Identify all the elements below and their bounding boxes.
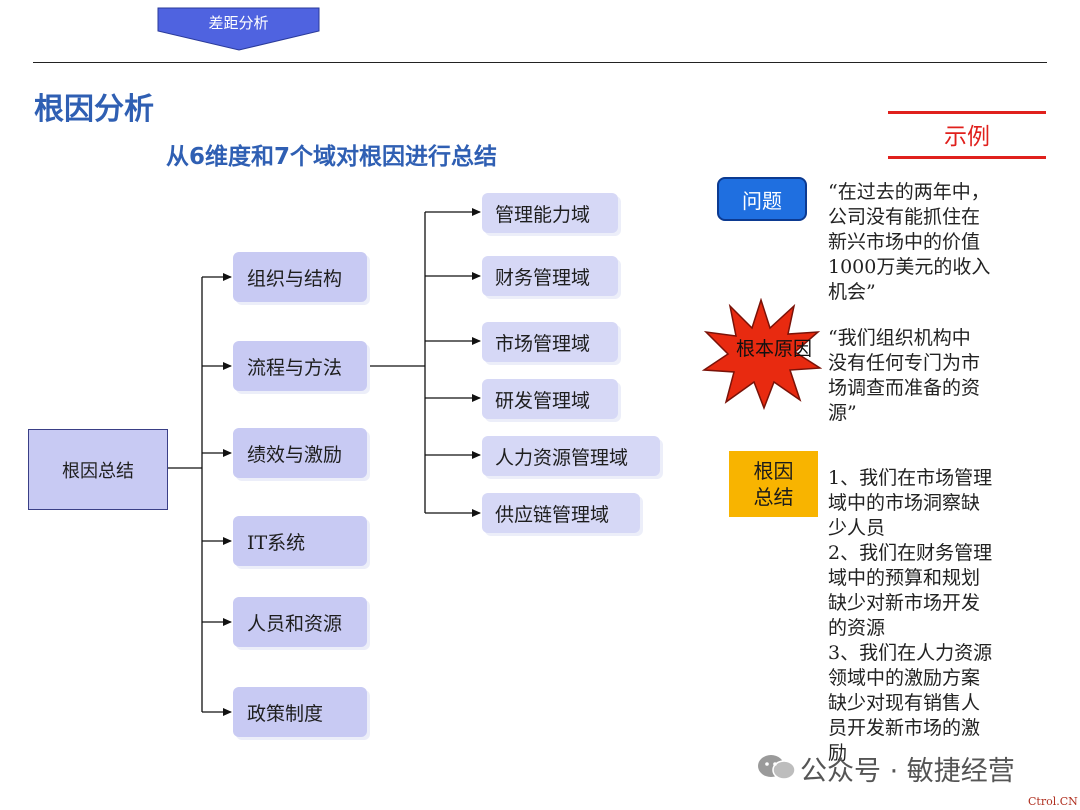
dimension-node: IT系统 — [233, 516, 367, 566]
summary-badge: 根因 总结 — [729, 451, 818, 517]
example-label: 示例 — [944, 124, 990, 150]
domain-node: 财务管理域 — [482, 256, 618, 296]
domain-node: 人力资源管理域 — [482, 436, 660, 476]
tab-label: 差距分析 — [208, 14, 269, 32]
example-bottom-rule — [888, 156, 1046, 159]
dimension-node: 组织与结构 — [233, 252, 367, 302]
domain-node: 供应链管理域 — [482, 493, 640, 533]
dimension-node: 政策制度 — [233, 687, 367, 737]
problem-text: “在过去的两年中， 公司没有能抓住在 新兴市场中的价值 1000万美元的收入 机… — [828, 181, 991, 303]
dimension-node: 绩效与激励 — [233, 428, 367, 478]
section-tab[interactable]: 差距分析 — [157, 7, 320, 51]
subtitle: 从6维度和7个域对根因进行总结 — [166, 144, 498, 170]
site-tag: Ctrol.CN — [1028, 795, 1078, 808]
problem-badge: 问题 — [717, 177, 807, 221]
domain-node: 市场管理域 — [482, 322, 618, 362]
root-cause-label: 根本原因 — [736, 338, 813, 360]
page-title: 根因分析 — [34, 92, 154, 127]
starburst-icon — [701, 298, 822, 410]
root-cause-text: “我们组织机构中 没有任何专门为市 场调查而准备的资 源” — [828, 327, 981, 424]
domain-node: 研发管理域 — [482, 379, 618, 419]
root-node: 根因总结 — [28, 429, 168, 510]
example-top-rule — [888, 111, 1046, 114]
domain-node: 管理能力域 — [482, 193, 618, 233]
top-divider — [33, 62, 1047, 63]
summary-text: 1、我们在市场管理 域中的市场洞察缺 少人员 2、我们在财务管理 域中的预算和规… — [828, 467, 993, 764]
tab-chevron-shape — [157, 7, 320, 51]
wechat-icon — [758, 755, 796, 780]
watermark-text: 公众号 · 敏捷经营 — [800, 756, 1015, 787]
dimension-node: 人员和资源 — [233, 597, 367, 647]
dimension-node: 流程与方法 — [233, 341, 367, 391]
